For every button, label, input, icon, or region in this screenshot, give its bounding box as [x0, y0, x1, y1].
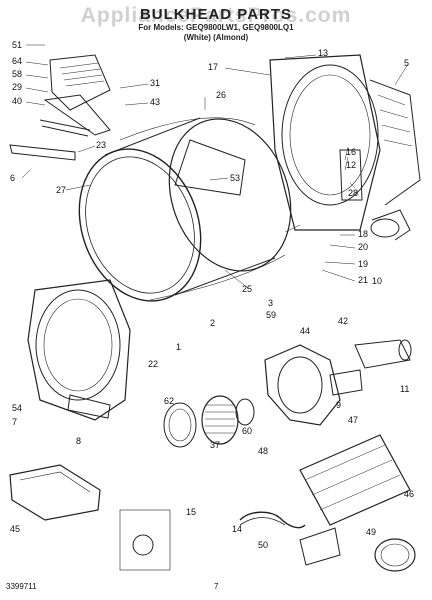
callout-17: 17	[208, 62, 218, 72]
callout-49: 49	[366, 527, 376, 537]
callout-22: 22	[148, 359, 158, 369]
callout-13: 13	[318, 48, 328, 58]
callout-44: 44	[300, 326, 310, 336]
color-line: (White) (Almond)	[183, 33, 249, 42]
callout-1: 1	[176, 342, 181, 352]
callout-7: 7	[12, 417, 17, 427]
callout-21: 21	[358, 275, 368, 285]
callout-40: 40	[12, 96, 22, 106]
callout-2: 2	[210, 318, 215, 328]
callout-8: 8	[76, 436, 81, 446]
callout-26: 26	[216, 90, 226, 100]
callout-18: 18	[358, 229, 368, 239]
front-bulkhead	[27, 279, 131, 421]
callout-48: 48	[258, 446, 268, 456]
callout-58: 58	[12, 69, 22, 79]
callout-16: 16	[346, 147, 356, 157]
callout-46: 46	[404, 489, 414, 499]
callout-37: 37	[210, 440, 220, 450]
callout-5: 5	[404, 58, 409, 68]
callout-60: 60	[242, 426, 252, 436]
callout-15: 15	[186, 507, 196, 517]
watermark: AppliancePartsPros.com	[80, 4, 352, 27]
rear-bulkhead	[269, 54, 421, 241]
callout-29: 29	[12, 82, 22, 92]
callout-45: 45	[10, 524, 20, 534]
callout-50: 50	[258, 540, 268, 550]
callout-31: 31	[150, 78, 160, 88]
leader-lines	[21, 44, 409, 289]
footer-part-number: 3399711	[6, 582, 37, 591]
footer-page-number: 7	[214, 582, 219, 591]
callout-53: 53	[230, 173, 240, 183]
callout-6: 6	[10, 173, 15, 183]
front-duct	[9, 464, 101, 521]
callout-64: 64	[12, 56, 22, 66]
callout-23: 23	[96, 140, 106, 150]
callout-28: 28	[348, 188, 358, 198]
callout-14: 14	[232, 524, 242, 534]
callout-25: 25	[242, 284, 252, 294]
callout-62: 62	[164, 396, 174, 406]
callout-43: 43	[150, 97, 160, 107]
callout-59: 59	[266, 310, 276, 320]
callout-42: 42	[338, 316, 348, 326]
wire-harness	[119, 509, 306, 571]
drum	[78, 117, 292, 302]
callout-3: 3	[268, 298, 273, 308]
callout-51: 51	[12, 40, 22, 50]
exhaust-duct	[299, 339, 416, 572]
callout-19: 19	[358, 259, 368, 269]
callout-12: 12	[346, 160, 356, 170]
callout-47: 47	[348, 415, 358, 425]
callout-9: 9	[336, 400, 341, 410]
callout-10: 10	[372, 276, 382, 286]
lint-filter-housing	[9, 54, 111, 161]
callout-54: 54	[12, 403, 22, 413]
model-line: For Models: GEQ9800LW1, GEQ9800LQ1	[138, 23, 294, 32]
callout-27: 27	[56, 185, 66, 195]
callout-20: 20	[358, 242, 368, 252]
page-title: BULKHEAD PARTS	[139, 6, 293, 23]
callout-11: 11	[400, 384, 409, 394]
blower-assembly	[163, 344, 341, 448]
